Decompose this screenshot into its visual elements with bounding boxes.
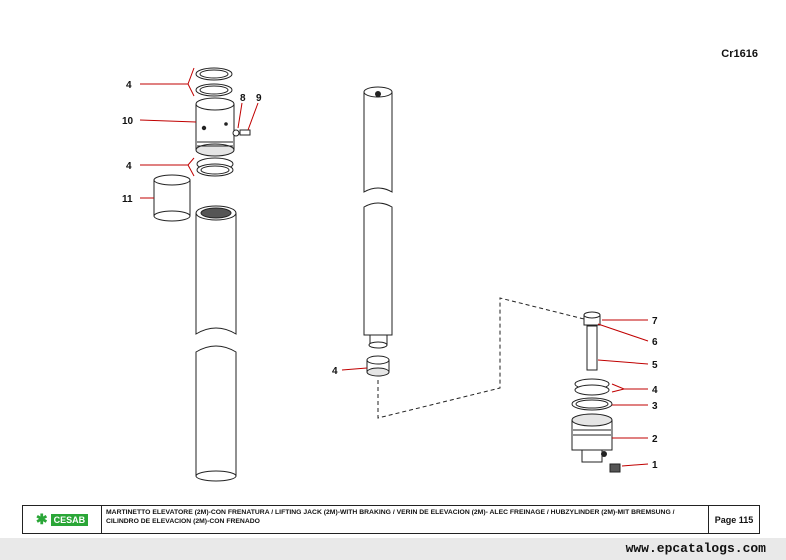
valve-cap xyxy=(583,311,601,326)
callout-8: 8 xyxy=(240,93,246,104)
callout-10: 10 xyxy=(122,116,134,127)
outer-tube xyxy=(195,205,237,482)
leader-lines xyxy=(139,67,649,467)
piston-seal xyxy=(366,355,390,377)
exploded-parts-drawing: 4 8 9 10 4 11 4 7 6 5 4 3 2 1 xyxy=(122,67,658,482)
cesab-logo-text: CESAB xyxy=(50,513,89,526)
callout-4-top: 4 xyxy=(126,80,132,91)
callout-4-right: 4 xyxy=(652,385,658,396)
assembly-path xyxy=(377,297,589,419)
callout-5: 5 xyxy=(652,360,658,371)
callout-3: 3 xyxy=(652,401,658,412)
drawing-code: Cr1616 xyxy=(721,48,758,60)
valve-stem xyxy=(586,325,598,371)
piston-rod xyxy=(363,86,393,349)
drawing-title: MARTINETTO ELEVATORE (2M)-CON FRENATURA … xyxy=(102,506,709,533)
valve-seals xyxy=(571,378,613,411)
page-number: Page 115 xyxy=(714,514,754,525)
cesab-logo-icon: ✱ xyxy=(35,511,48,527)
cylinder-head xyxy=(195,97,235,157)
bottom-bar: www.epcatalogs.com xyxy=(0,538,786,560)
callout-11: 11 xyxy=(122,194,133,205)
callout-7: 7 xyxy=(652,316,658,327)
bushing xyxy=(153,174,191,222)
callout-4-lower: 4 xyxy=(126,161,132,172)
callout-1: 1 xyxy=(652,460,658,471)
callout-2: 2 xyxy=(652,434,658,445)
seal-rings-top xyxy=(195,67,233,97)
valve-body xyxy=(571,413,613,463)
watermark-link[interactable]: www.epcatalogs.com xyxy=(625,541,766,556)
title-block: ✱ CESAB MARTINETTO ELEVATORE (2M)-CON FR… xyxy=(22,505,760,534)
drain-plug xyxy=(609,463,621,473)
seal-rings-lower xyxy=(196,157,234,177)
callout-9: 9 xyxy=(256,93,262,104)
screw-and-washer xyxy=(232,129,251,137)
callout-4-middle: 4 xyxy=(332,366,338,377)
callout-6: 6 xyxy=(652,337,658,348)
cesab-logo: ✱ CESAB xyxy=(23,506,102,533)
